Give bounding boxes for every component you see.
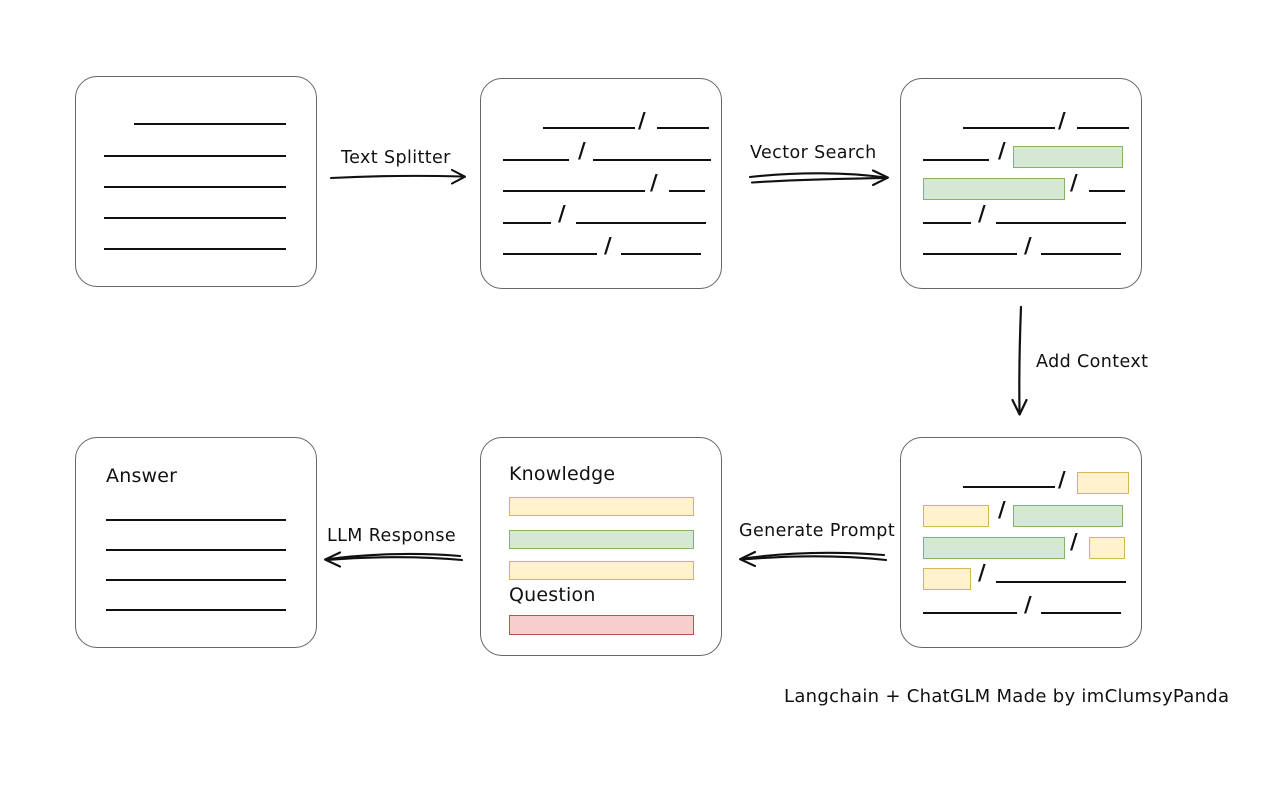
doc-line [503,190,645,192]
slash-separator: / [650,170,658,195]
doc-line [996,222,1126,224]
slash-separator: / [978,560,986,585]
question-bar [509,615,694,635]
slash-separator: / [604,233,612,258]
doc-line [923,612,1017,614]
slash-separator: / [558,201,566,226]
matched-chunk-chip [1013,505,1123,527]
doc-line [1041,253,1121,255]
doc-line [503,159,569,161]
doc-line [134,123,286,125]
arrow-text-splitter [329,168,467,185]
doc-line [963,127,1055,129]
doc-line [503,253,597,255]
edge-label-add-context: Add Context [1036,352,1149,372]
doc-line [104,155,286,157]
edge-label-generate-prompt: Generate Prompt [739,521,896,541]
slash-separator: / [1058,467,1066,492]
doc-line [106,549,286,551]
source-document-node[interactable] [75,76,317,287]
doc-line [104,248,286,250]
edge-label-vector-search: Vector Search [750,143,877,163]
slash-separator: / [978,201,986,226]
doc-line [923,253,1017,255]
doc-line [923,222,971,224]
context-chunk-chip [923,505,989,527]
slash-separator: / [1024,592,1032,617]
doc-line [593,159,711,161]
matched-chunk-chip [923,537,1065,559]
matched-chunk-chip [923,178,1065,200]
doc-line [923,159,989,161]
answer-node[interactable]: Answer [75,437,317,648]
answer-heading: Answer [106,465,178,487]
knowledge-bar [509,561,694,580]
doc-line [543,127,635,129]
slash-separator: / [638,108,646,133]
edge-label-llm-response: LLM Response [327,526,457,546]
arrow-add-context [1011,305,1028,416]
slash-separator: / [1070,529,1078,554]
doc-line [106,519,286,521]
doc-line [657,127,709,129]
matched-chunk-chip [1013,146,1123,168]
doc-line [1089,190,1125,192]
doc-line [104,217,286,219]
context-chunk-chip [1077,472,1129,494]
doc-line [106,579,286,581]
context-chunk-chip [923,568,971,590]
arrow-generate-prompt [738,550,888,568]
knowledge-heading: Knowledge [509,463,616,485]
doc-line [996,581,1126,583]
question-heading: Question [509,584,596,606]
slash-separator: / [1058,108,1066,133]
doc-line [106,609,286,611]
edge-label-text-splitter: Text Splitter [341,148,451,168]
split-document-node[interactable]: / / / / / [480,78,722,289]
doc-line [1077,127,1129,129]
slash-separator: / [578,138,586,163]
matched-document-node[interactable]: / / / / / [900,78,1142,289]
doc-line [1041,612,1121,614]
slash-separator: / [1024,233,1032,258]
doc-line [576,222,706,224]
knowledge-bar [509,530,694,549]
slash-separator: / [998,497,1006,522]
doc-line [669,190,705,192]
arrow-vector-search [748,169,890,187]
slash-separator: / [998,138,1006,163]
doc-line [963,486,1055,488]
knowledge-bar [509,497,694,516]
context-document-node[interactable]: / / / / / [900,437,1142,648]
doc-line [104,186,286,188]
doc-line [503,222,551,224]
slash-separator: / [1070,170,1078,195]
doc-line [621,253,701,255]
arrow-llm-response [323,551,464,568]
footer-credit: Langchain + ChatGLM Made by imClumsyPand… [784,686,1230,707]
prompt-node[interactable]: Knowledge Question [480,437,722,656]
context-chunk-chip [1089,537,1125,559]
